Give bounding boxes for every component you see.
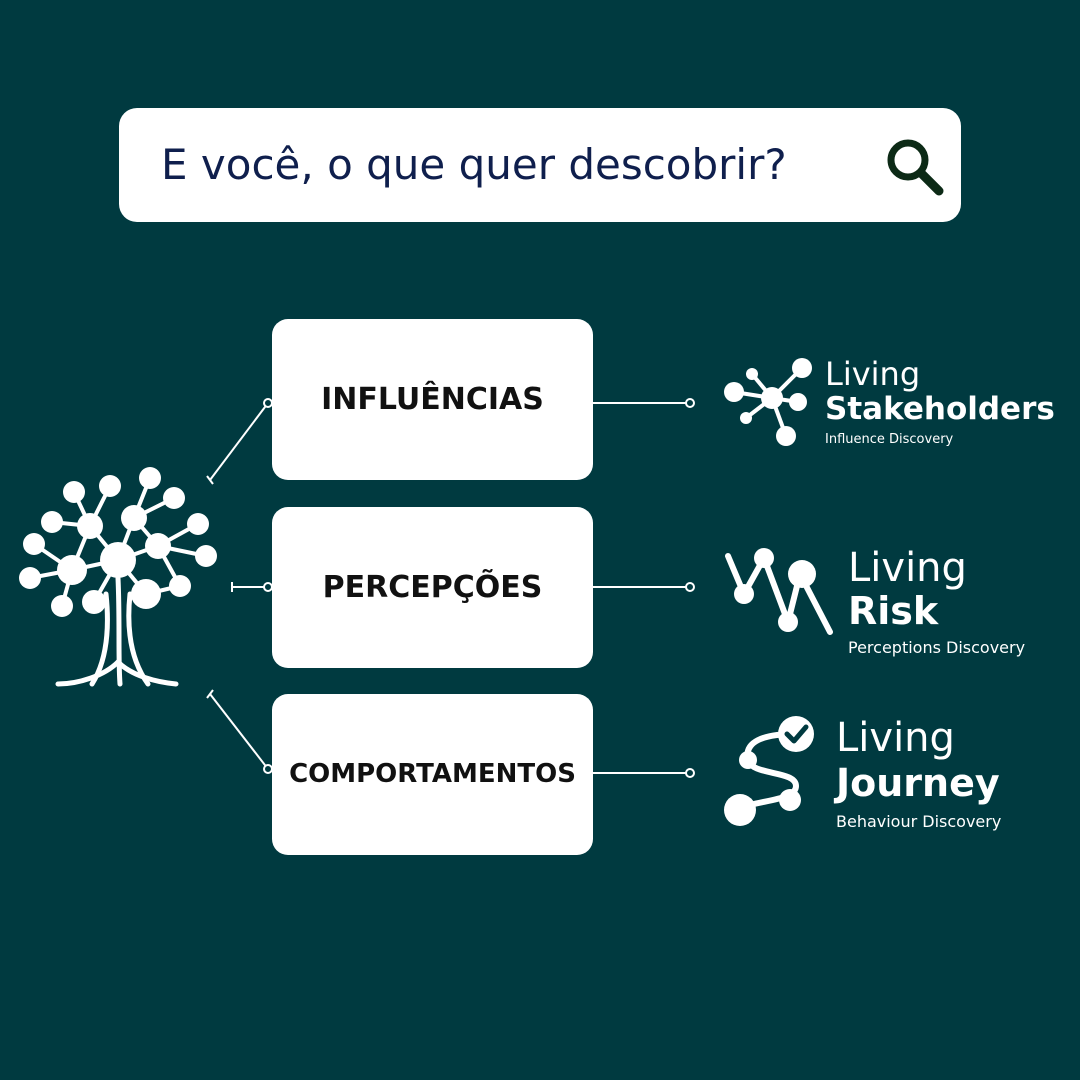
card-influencias: INFLUÊNCIAS bbox=[272, 319, 593, 480]
logo-living-text: Living bbox=[825, 355, 921, 393]
card-label: COMPORTAMENTOS bbox=[289, 759, 576, 789]
tree-network-icon bbox=[19, 467, 217, 687]
logo-product-name: Stakeholders bbox=[825, 391, 1055, 427]
living-journey-logo: Living Journey Behaviour Discovery bbox=[722, 712, 1042, 832]
card-label: INFLUÊNCIAS bbox=[321, 382, 544, 417]
connector-tree-influencias bbox=[209, 402, 269, 481]
living-risk-logo: Living Risk Perceptions Discovery bbox=[722, 544, 1042, 664]
journey-path-icon bbox=[724, 716, 814, 826]
logo-tagline: Influence Discovery bbox=[825, 432, 954, 447]
logo-product-name: Journey bbox=[836, 761, 1000, 805]
logo-product-name: Risk bbox=[848, 589, 939, 633]
living-stakeholders-logo: Living Stakeholders Influence Discovery bbox=[722, 352, 1062, 452]
checkmark-icon bbox=[784, 724, 809, 744]
risk-zigzag-icon bbox=[725, 548, 833, 635]
search-bar[interactable]: E você, o que quer descobrir? bbox=[119, 108, 961, 222]
card-percepcoes: PERCEPÇÕES bbox=[272, 507, 593, 668]
logo-tagline: Perceptions Discovery bbox=[848, 638, 1026, 657]
logo-tagline: Behaviour Discovery bbox=[836, 812, 1002, 831]
network-nodes-icon bbox=[724, 358, 812, 446]
logo-living-text: Living bbox=[836, 715, 955, 761]
card-label: PERCEPÇÕES bbox=[322, 570, 543, 605]
card-comportamentos: COMPORTAMENTOS bbox=[272, 694, 593, 855]
search-icon[interactable] bbox=[883, 135, 947, 199]
logo-living-text: Living bbox=[848, 545, 967, 591]
connector-tree-comportamentos bbox=[209, 693, 269, 770]
search-prompt: E você, o que quer descobrir? bbox=[161, 140, 787, 189]
